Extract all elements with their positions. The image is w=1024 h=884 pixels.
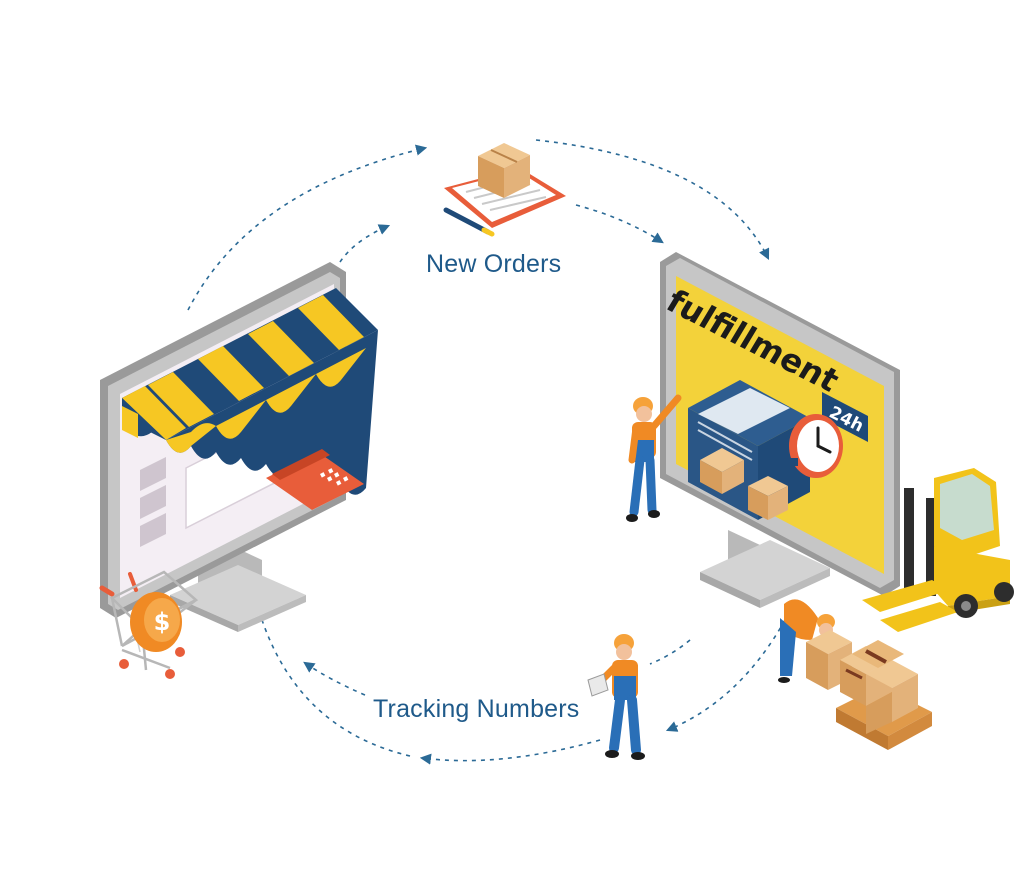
arrow-outer-orders-to-fulfillment — [535, 139, 770, 261]
warehouse-worker-clipboard — [587, 634, 645, 760]
tracking-numbers-label: Tracking Numbers — [373, 695, 580, 723]
arrow-inner-tracking-to-store — [303, 661, 366, 696]
arrow-outer-store-to-orders — [187, 144, 428, 311]
arrow-inner-fulfillment-to-tracking — [649, 639, 691, 665]
credit-card-icon — [266, 449, 364, 510]
order-clipboard-icon — [443, 143, 566, 237]
arrow-inner-orders-to-store — [339, 224, 391, 263]
currency-symbol: $ — [154, 608, 171, 636]
arrow-outer-lower-left — [261, 619, 411, 757]
shopping-cart-icon: $ — [99, 570, 199, 679]
warehouse-worker-lifting — [778, 599, 852, 690]
arrow-outer-fulfillment-to-tracking — [665, 619, 786, 732]
flow-arrows — [187, 139, 786, 765]
new-orders-label: New Orders — [426, 250, 562, 278]
cardboard-box-icon — [840, 640, 918, 734]
storefront-monitor-icon — [100, 262, 378, 632]
warehouse-worker-pointing — [626, 394, 682, 522]
arrow-outer-tracking-to-store — [419, 739, 601, 765]
forklift-icon — [862, 468, 1014, 632]
pallet-boxes-icon — [836, 640, 932, 750]
arrow-inner-orders-to-fulfillment — [575, 204, 664, 244]
clock-icon — [789, 414, 843, 478]
